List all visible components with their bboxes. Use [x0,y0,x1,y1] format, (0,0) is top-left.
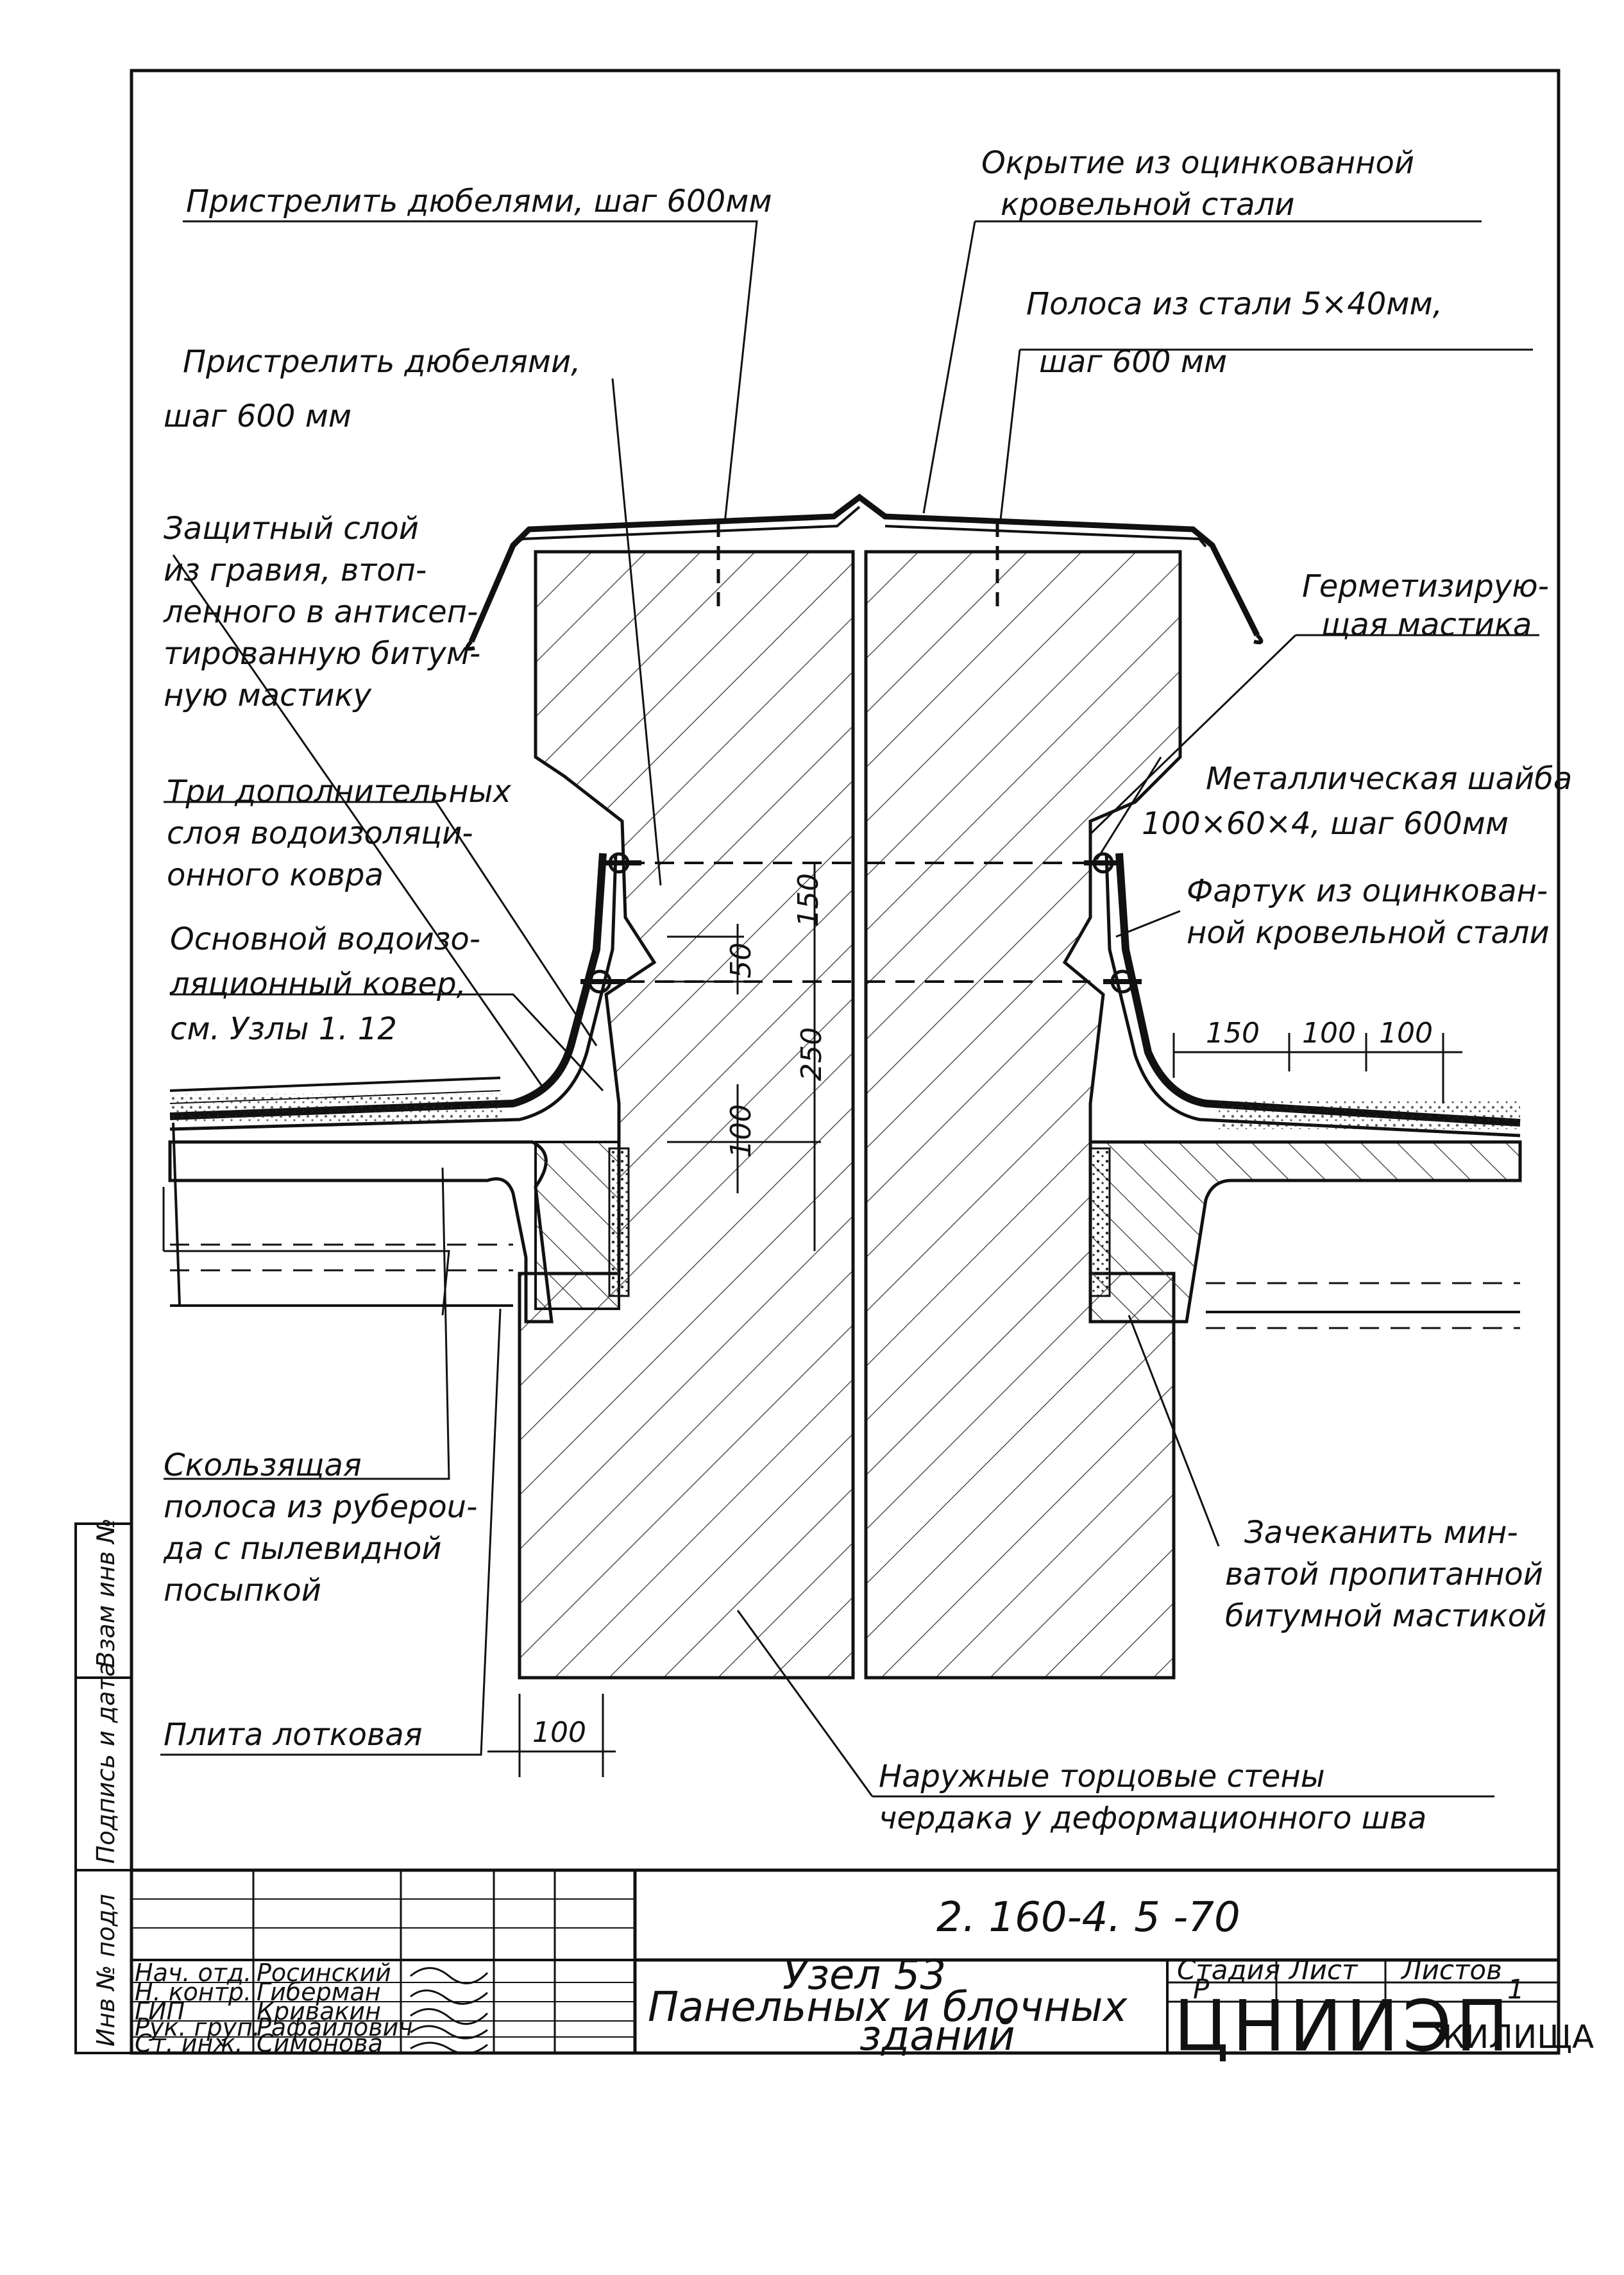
label-extra-2: слоя водоизоляци- [167,815,473,851]
label-sealant-1: Герметизирую- [1302,568,1549,604]
title-block [130,1868,1561,2055]
label-extra-3: онного ковра [167,857,384,893]
label-cap-1: Окрытие из оцинкованной [981,145,1414,181]
left-wall [518,550,855,1680]
stage-header: Стадия [1177,1954,1280,1986]
label-main-1: Основной водоизо- [170,921,480,957]
dim-150-vertical: 150 [792,873,825,927]
right-roof-slab [1088,1140,1522,1324]
label-washer-1: Металлическая шайба [1206,761,1572,797]
label-slide-4: посыпкой [164,1572,321,1608]
left-roof-slab [168,1140,554,1324]
label-gravel-5: ную мастику [164,677,372,713]
callout-labels: Пристрелить дюбелями, шаг 600мм Окрытие … [163,145,1572,1836]
staff-name: Рафаилович [257,2013,413,2041]
label-trough: Плита лотковая [164,1717,423,1753]
signature-marks [410,1967,489,2055]
staff-rows: Нач. отд. Росинский Н. контр. Гиберман Г… [135,1959,413,2058]
staff-name: Росинский [257,1959,391,1987]
label-gravel-2: из гравия, втоп- [164,552,427,588]
sheet-header: Лист [1288,1954,1358,1986]
label-walls-2: чердака у деформационного шва [879,1800,1426,1836]
section-drawing [168,493,1522,1777]
sheets-value: 1 [1507,1973,1525,2005]
label-main-3: см. Узлы 1. 12 [170,1011,397,1047]
label-caulk-3: битумной мастикой [1225,1598,1546,1634]
label-washer-2: 100×60×4, шаг 600мм [1142,806,1509,842]
staff-name: Кривакин [257,1997,381,2025]
right-wall [864,550,1182,1680]
label-caulk-1: Зачеканить мин- [1244,1515,1518,1551]
staff-name: Гиберман [257,1978,381,2006]
label-extra-1: Три дополнительных [167,774,512,810]
dim-150-horizontal: 150 [1206,1017,1260,1050]
leader-lines [160,220,1539,1798]
org-logo-2: ЖИЛИЩА [1430,2018,1594,2056]
staff-name: Симонова [257,2029,383,2058]
dim-250: 250 [795,1027,828,1081]
label-strip-1: Полоса из стали 5×40мм, [1026,286,1442,322]
side-stamp: Взам инв № Подпись и дата Инв № подл [74,1518,133,2054]
label-gravel-3: ленного в антисеп- [163,594,478,630]
label-dowel2-1: Пристрелить дюбелями, [183,344,580,380]
dim-100-horizontal-2: 100 [1379,1017,1433,1050]
title-line-1: Узел 53 [782,1952,946,1999]
right-carpet [1115,853,1521,1127]
side-vzam: Взам инв № [92,1518,120,1668]
dim-100-bottom: 100 [532,1716,586,1749]
label-caulk-2: ватой пропитанной [1225,1556,1543,1592]
dim-100-vertical: 100 [725,1104,757,1158]
title-line-2: Панельных и блочных [648,1984,1128,2031]
staff-role: ГИП [135,1997,185,2025]
staff-role: Ст. инж. [135,2029,243,2058]
label-dowel-top: Пристрелить дюбелями, шаг 600мм [186,183,772,219]
staff-role: Н. контр. [135,1978,251,2006]
label-sealant-2: щая мастика [1321,607,1532,643]
right-caulk [1089,1147,1111,1297]
doc-code: 2. 160-4. 5 -70 [936,1894,1240,1941]
label-gravel-4: тированную битум- [164,636,480,672]
dim-50: 50 [725,942,757,978]
title-line-3: зданий [859,2013,1015,2060]
sheets-header: Листов [1400,1954,1502,1986]
side-sign-date: Подпись и дата [92,1662,120,1864]
stage-value: Р [1193,1973,1210,2005]
label-slide-1: Скользящая [164,1447,362,1483]
label-gravel-1: Защитный слой [164,511,419,547]
label-apron-2: ной кровельной стали [1187,915,1550,951]
label-walls-1: Наружные торцовые стены [879,1759,1325,1794]
dim-100-horizontal-1: 100 [1302,1017,1356,1050]
staff-role: Рук. груп. [135,2013,260,2041]
label-main-2: ляционный ковер, [169,966,466,1002]
label-dowel2-2: шаг 600 мм [164,398,351,434]
org-logo: ЦНИИЭП [1174,1985,1512,2067]
label-cap-2: кровельной стали [1001,187,1294,223]
label-slide-3: да с пылевидной [163,1531,442,1567]
label-strip-2: шаг 600 мм [1039,344,1227,380]
staff-role: Нач. отд. [135,1959,251,1987]
left-carpet [169,853,607,1120]
label-slide-2: полоса из рубероu- [164,1489,477,1525]
left-caulk [608,1147,630,1297]
coping-cap [468,493,1260,643]
side-inv-no: Инв № подл [92,1894,120,2047]
label-apron-1: Фартук из оцинкован- [1187,873,1548,909]
